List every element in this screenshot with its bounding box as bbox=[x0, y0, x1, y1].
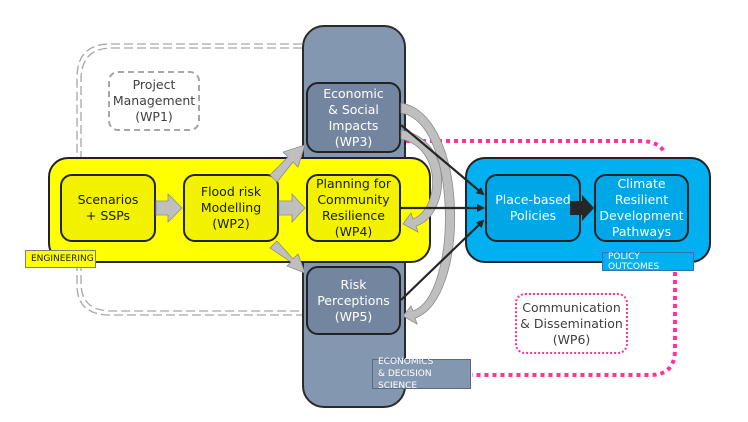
flood-risk-modelling-wp2[interactable]: Flood risk Modelling (WP2) bbox=[183, 174, 279, 242]
risk-perceptions-wp5[interactable]: Risk Perceptions (WP5) bbox=[306, 266, 401, 335]
wp6-label: Communication & Dissemination (WP6) bbox=[520, 299, 623, 347]
policy-outcomes-domain-label: POLICY OUTCOMES bbox=[602, 252, 694, 272]
wp1-label: Project Management (WP1) bbox=[112, 77, 196, 124]
wp4-label: Planning for Community Resilience (WP4) bbox=[315, 176, 391, 239]
wp2-label: Flood risk Modelling (WP2) bbox=[200, 184, 262, 231]
scenarios-ssps-node[interactable]: Scenarios + SSPs bbox=[60, 174, 156, 242]
place-based-label: Place-based Policies bbox=[495, 192, 571, 223]
place-based-policies-node[interactable]: Place-based Policies bbox=[485, 174, 581, 242]
wp5-label: Risk Perceptions (WP5) bbox=[317, 276, 390, 324]
scenarios-label: Scenarios + SSPs bbox=[77, 192, 139, 223]
climate-resilient-pathways-node[interactable]: Climate Resilient Development Pathways bbox=[594, 174, 689, 242]
climate-label: Climate Resilient Development Pathways bbox=[599, 176, 684, 239]
economics-decision-science-label: ECONOMICS & DECISION SCIENCE bbox=[372, 357, 471, 391]
wp3-label: Economic & Social Impacts (WP3) bbox=[323, 85, 384, 149]
project-management-wp1[interactable]: Project Management (WP1) bbox=[108, 71, 200, 131]
communication-dissemination-wp6[interactable]: Communication & Dissemination (WP6) bbox=[515, 293, 628, 354]
economic-social-impacts-wp3[interactable]: Economic & Social Impacts (WP3) bbox=[306, 82, 401, 153]
planning-community-resilience-wp4[interactable]: Planning for Community Resilience (WP4) bbox=[306, 174, 401, 242]
engineering-domain-label: ENGINEERING bbox=[25, 250, 96, 268]
management-loop bbox=[76, 43, 302, 316]
dissemination-loop bbox=[406, 139, 677, 377]
